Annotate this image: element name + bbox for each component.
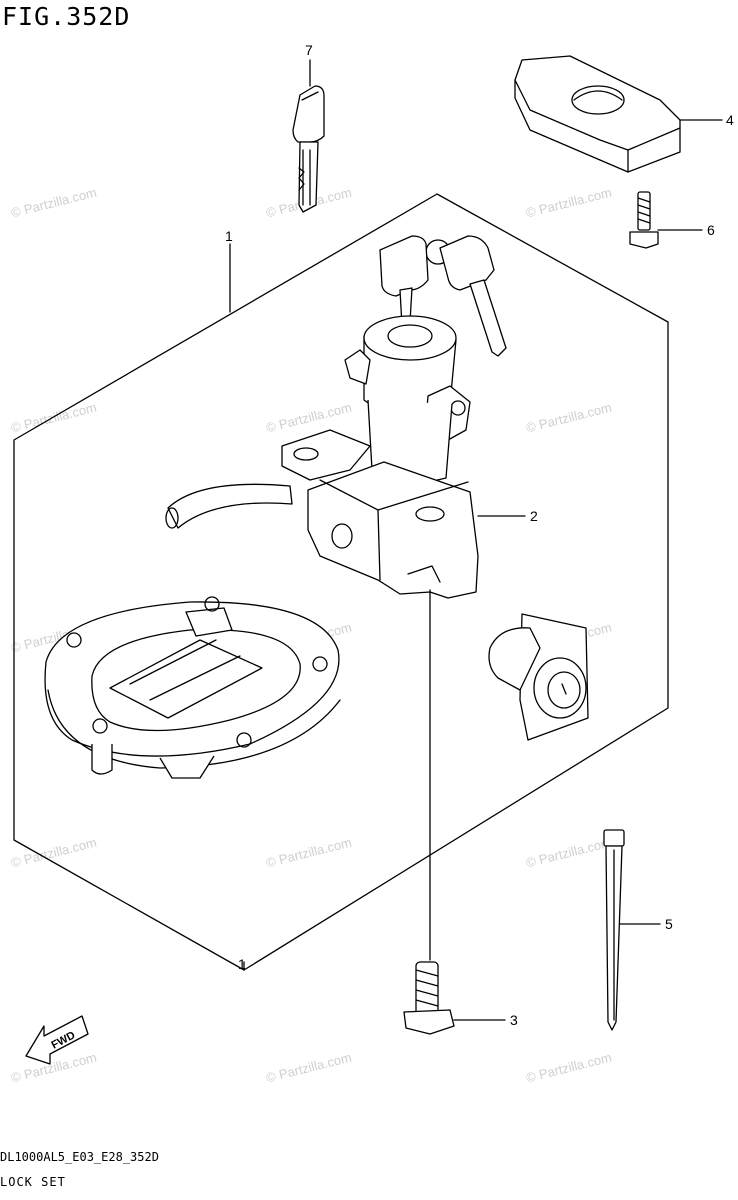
callout-4: 4 [726,112,734,128]
callout-1-bottom: 1 [238,956,246,972]
bolt-part-3 [403,961,455,1035]
cable-tie-part-5 [603,829,625,1031]
ignition-switch-part-2 [165,315,479,961]
kit-outline [13,193,669,971]
bolt-part-6 [629,191,659,249]
fwd-arrow-icon: FWD [25,1015,89,1065]
callout-2: 2 [530,508,538,524]
fuel-cap-ring [44,596,341,779]
lock-cylinder [488,613,589,741]
callout-6: 6 [707,222,715,238]
callout-3: 3 [510,1012,518,1028]
figure-code: DL1000AL5_E03_E28_352D [0,1150,159,1164]
key-part-7 [292,85,325,213]
figure-title: FIG.352D [2,2,131,31]
callout-1: 1 [225,228,233,244]
figure-name: LOCK SET [0,1175,66,1189]
callout-7: 7 [305,42,313,58]
callout-5: 5 [665,916,673,932]
cover-part-4 [514,55,681,173]
